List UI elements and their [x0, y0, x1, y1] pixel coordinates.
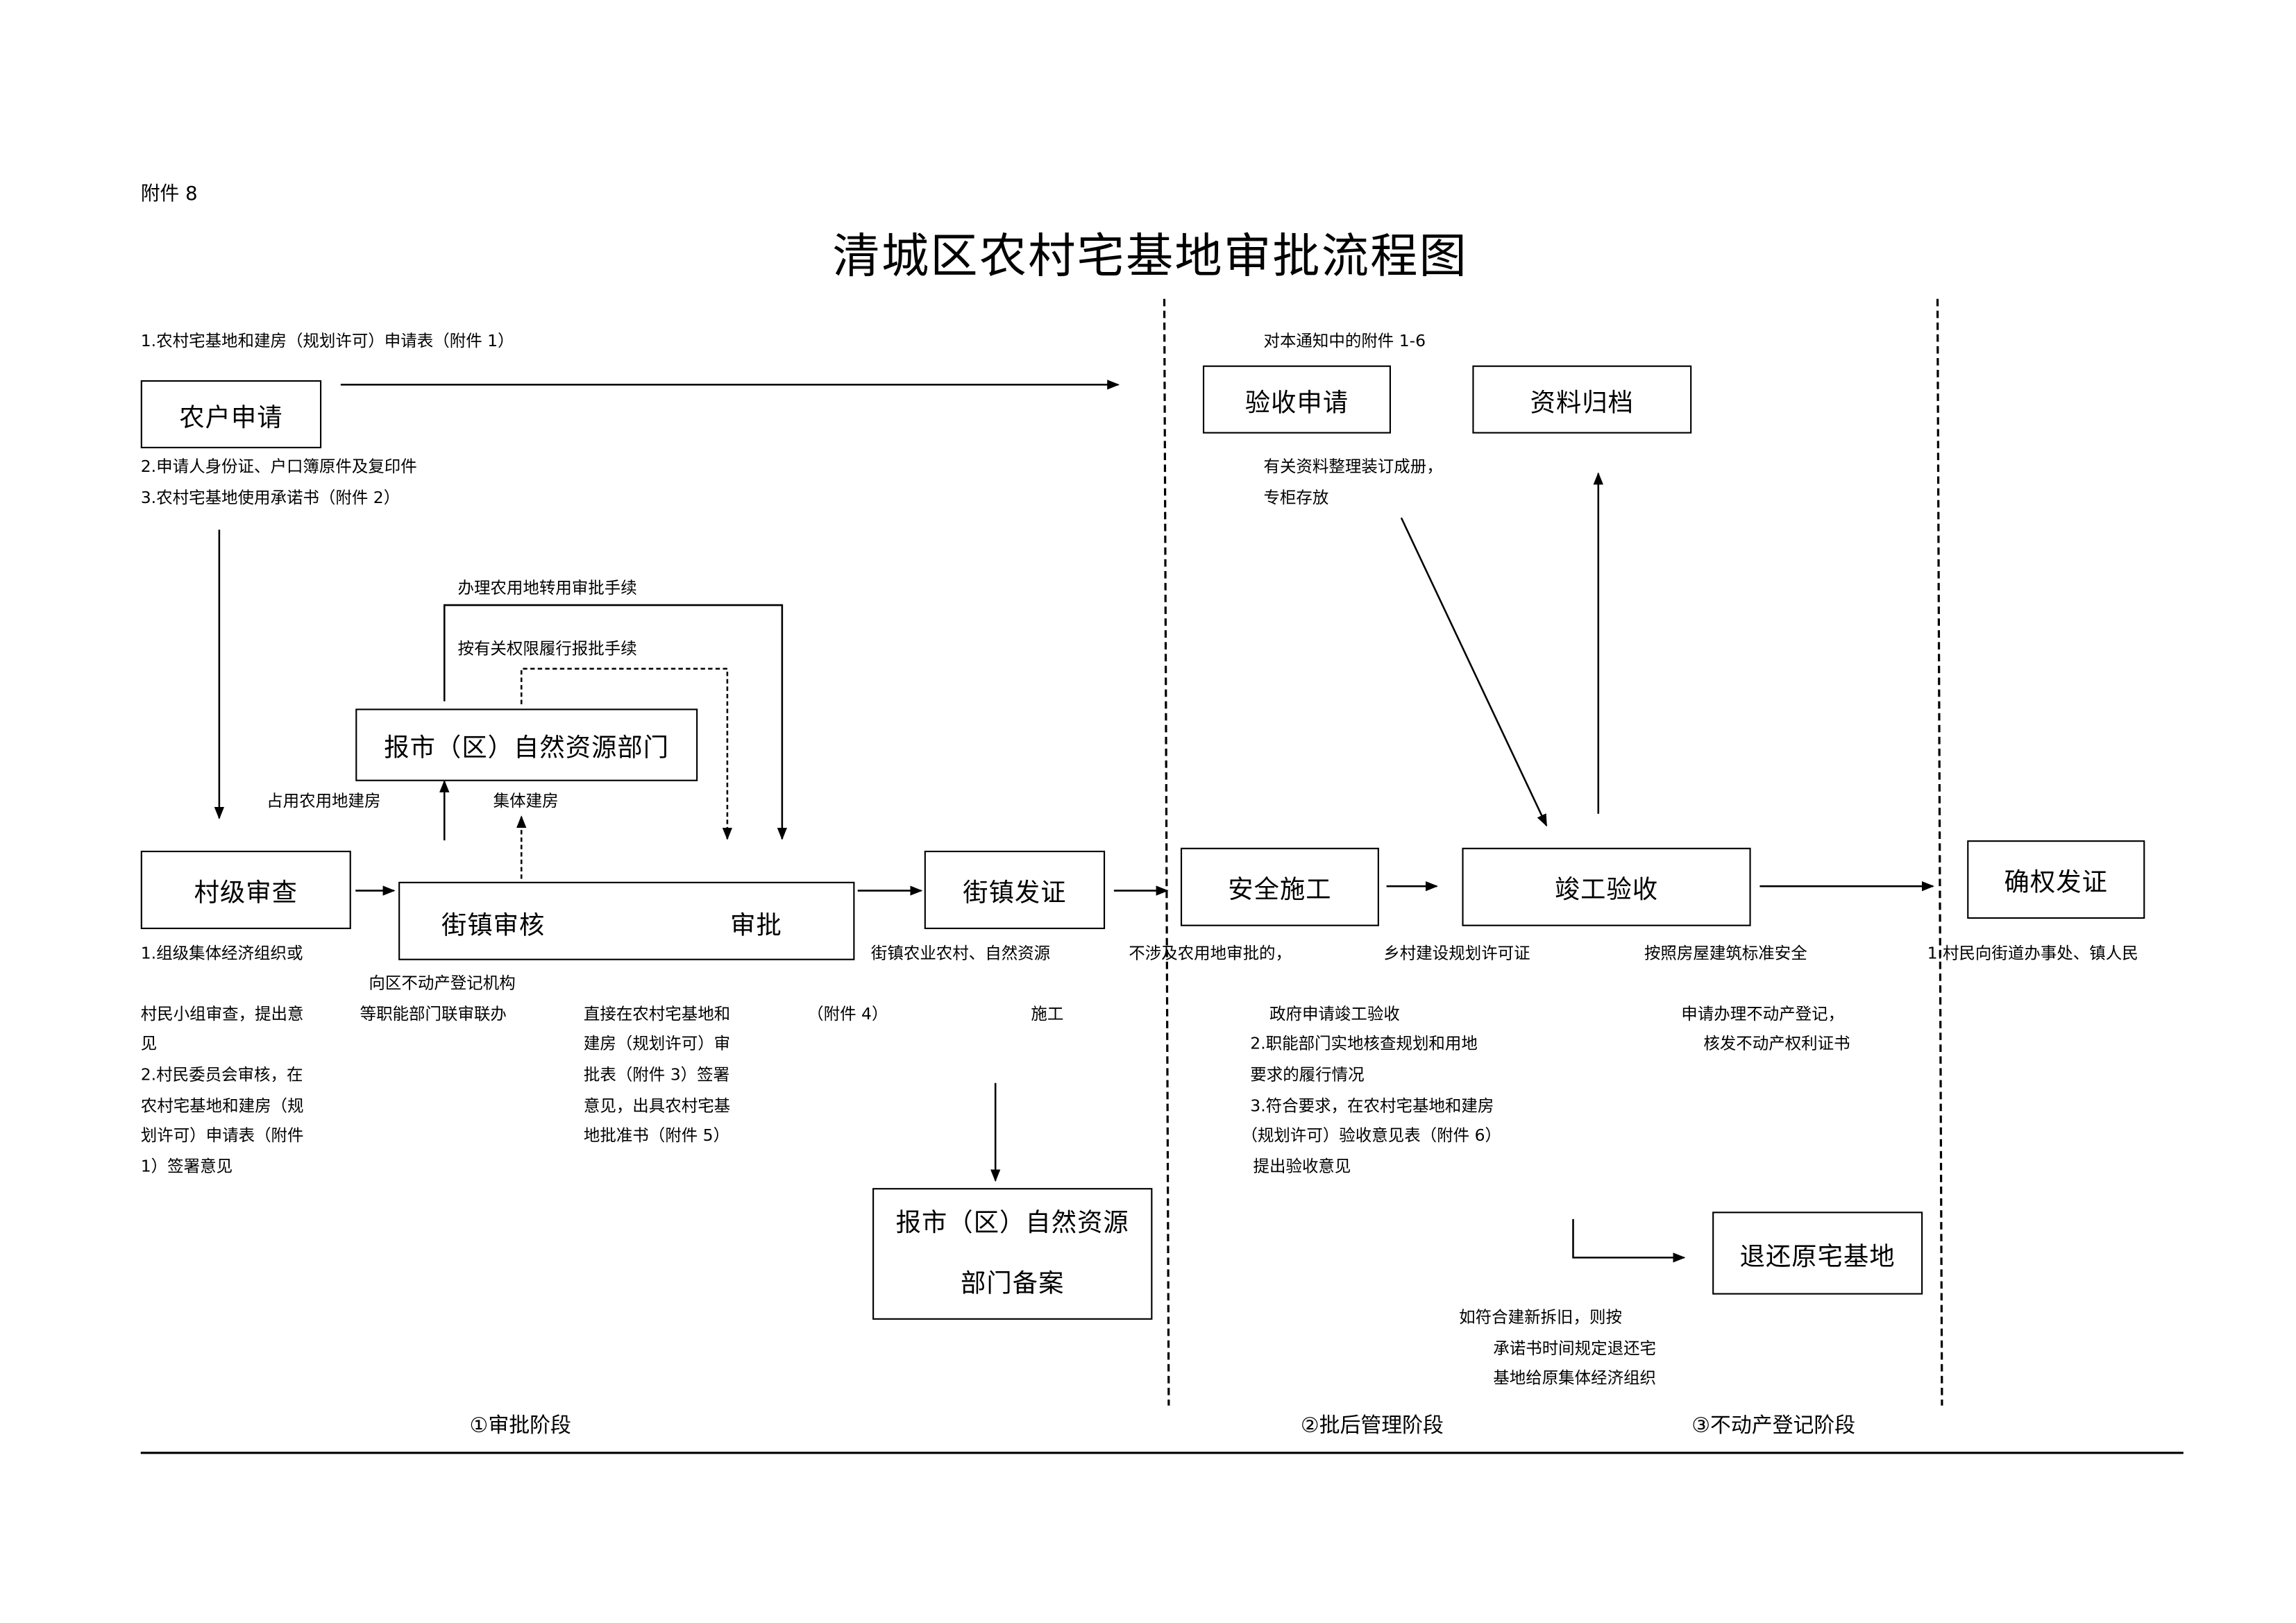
note-archive-l2: 专柜存放	[1263, 488, 1329, 508]
note-village-l6: 划许可）申请表（附件	[140, 1125, 304, 1146]
note-apply-doc3: 3.农村宅基地使用承诺书（附件 2）	[140, 488, 400, 508]
box-archive: 资料归档	[1472, 365, 1692, 434]
city-filing-line2: 部门备案	[961, 1268, 1065, 1298]
note-acceptance-doc: 对本通知中的附件 1-6	[1263, 331, 1426, 351]
box-farmer-apply: 农户申请	[140, 380, 322, 449]
note-return-l2: 承诺书时间规定退还宅	[1493, 1339, 1657, 1359]
arrow-to-return-homestead	[1572, 1218, 1686, 1263]
note-apply-doc1: 1.农村宅基地和建房（规划许可）申请表（附件 1）	[140, 331, 514, 351]
note-cert-l1: 1.村民向街道办事处、镇人民	[1927, 944, 2138, 964]
box-safe-construction: 安全施工	[1180, 847, 1379, 926]
note-issue-l2: 不涉及农用地审批的，	[1129, 944, 1292, 964]
note-completion-l1: 按照房屋建筑标准安全	[1644, 944, 1807, 964]
note-town-l2: 等职能部门联审联办	[360, 1004, 507, 1024]
box-completion-acceptance: 竣工验收	[1462, 847, 1751, 926]
note-village-l5: 农村宅基地和建房（规	[140, 1096, 304, 1116]
note-completion-l2: 政府申请竣工验收	[1269, 1004, 1400, 1024]
note-village-l1: 1.组级集体经济组织或	[140, 944, 303, 964]
note-apply-doc2: 2.申请人身份证、户口簿原件及复印件	[140, 457, 417, 477]
attachment-label: 附件 8	[140, 183, 198, 206]
note-approve-l1: 直接在农村宅基地和	[583, 1004, 731, 1024]
note-approve-l5: 地批准书（附件 5）	[583, 1125, 730, 1146]
note-occupy-farmland: 占用农用地建房	[267, 791, 381, 811]
box-town-issue: 街镇发证	[924, 851, 1106, 930]
box-return-homestead: 退还原宅基地	[1712, 1212, 1923, 1295]
phase-divider-2	[1936, 298, 1943, 1406]
note-issue-l4: （附件 4）	[807, 1004, 888, 1024]
note-completion-l7: 提出验收意见	[1253, 1157, 1351, 1177]
note-approve-l2: 建房（规划许可）审	[583, 1034, 731, 1054]
note-cert-l3: 核发不动产权利证书	[1703, 1034, 1850, 1054]
note-archive-l1: 有关资料整理装订成册，	[1263, 457, 1443, 477]
note-completion-l6: （规划许可）验收意见表（附件 6）	[1241, 1125, 1502, 1146]
note-village-l7: 1）签署意见	[140, 1157, 233, 1177]
city-filing-line1: 报市（区）自然资源	[895, 1207, 1129, 1238]
note-completion-l4: 要求的履行情况	[1250, 1065, 1365, 1085]
note-approve-l4: 意见，出具农村宅基	[583, 1096, 731, 1116]
note-return-l1: 如符合建新拆旧，则按	[1459, 1307, 1622, 1327]
stage-label-post-approval: ②批后管理阶段	[1300, 1414, 1444, 1438]
box-acceptance-apply: 验收申请	[1202, 365, 1392, 434]
note-completion-l5: 3.符合要求，在农村宅基地和建房	[1250, 1096, 1494, 1116]
stage-label-approval: ①审批阶段	[469, 1414, 571, 1438]
box-town-review-approve: 街镇审核 审批	[398, 881, 855, 960]
note-issue-l3: 乡村建设规划许可证	[1383, 944, 1530, 964]
box-city-filing: 报市（区）自然资源 部门备案	[872, 1188, 1153, 1320]
note-collective-build: 集体建房	[493, 791, 559, 811]
loop-authority-procedure	[520, 668, 733, 840]
note-construction: 施工	[1031, 1004, 1064, 1024]
loop-farmland-conversion	[443, 604, 788, 840]
town-review-label: 街镇审核	[441, 911, 546, 942]
box-village-review: 村级审查	[140, 851, 351, 930]
stage-label-registration: ③不动产登记阶段	[1691, 1414, 1856, 1438]
note-authority-procedure: 按有关权限履行报批手续	[457, 639, 637, 658]
page-title: 清城区农村宅基地审批流程图	[832, 228, 1469, 284]
box-confirm-certificate: 确权发证	[1967, 840, 2145, 919]
box-city-resources-dept: 报市（区）自然资源部门	[355, 708, 698, 781]
note-cert-l2: 申请办理不动产登记，	[1681, 1004, 1845, 1024]
note-village-l4: 2.村民委员会审核，在	[140, 1065, 303, 1085]
approve-label: 审批	[730, 911, 782, 942]
note-farmland-conversion: 办理农用地转用审批手续	[457, 578, 637, 598]
note-approve-l3: 批表（附件 3）签署	[583, 1065, 730, 1085]
note-village-l3: 见	[140, 1034, 158, 1054]
arrow-acceptance-to-completion	[1400, 517, 1548, 827]
phase-divider-1	[1163, 298, 1170, 1406]
note-completion-l3: 2.职能部门实地核查规划和用地	[1250, 1034, 1478, 1054]
note-village-l2: 村民小组审查，提出意	[140, 1004, 304, 1024]
note-issue-l1: 街镇农业农村、自然资源	[870, 944, 1051, 964]
note-return-l3: 基地给原集体经济组织	[1493, 1368, 1657, 1388]
note-town-l1: 向区不动产登记机构	[369, 973, 516, 993]
